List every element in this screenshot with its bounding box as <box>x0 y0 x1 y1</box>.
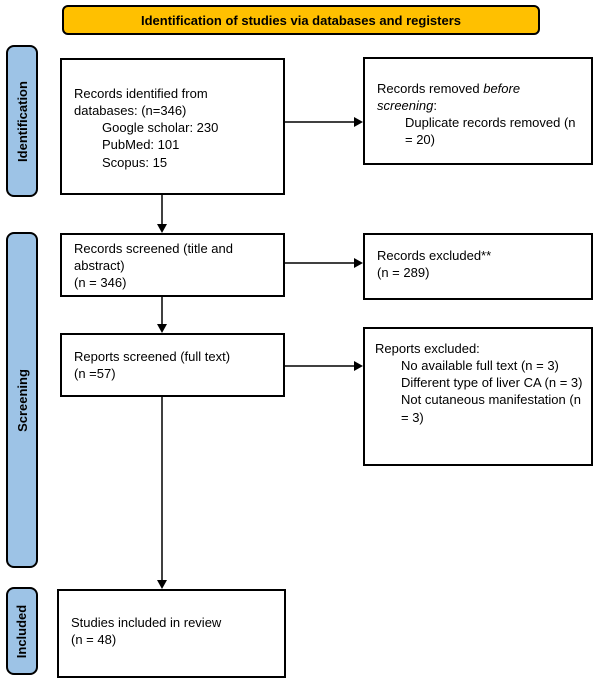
box-records-identified-item: Google scholar: 230 <box>102 120 219 136</box>
box-reports-excluded: Reports excluded: No available full text… <box>363 327 593 466</box>
box-records-identified-line1: Records identified from <box>74 86 208 101</box>
box-records-removed-heading2: screening: <box>377 97 583 114</box>
arrow-fulltext-to-reports-excluded <box>285 361 363 371</box>
box-reports-screened-line1: Reports screened (full text) <box>74 349 231 364</box>
box-records-excluded: Records excluded** (n = 289) <box>363 233 593 300</box>
box-records-identified: Records identified from databases: (n=34… <box>60 58 285 195</box>
box-records-removed-item: Duplicate records removed (n = 20) <box>405 115 576 148</box>
box-records-screened-count: (n = 346) <box>74 275 127 291</box>
box-reports-excluded-item: No available full text (n = 3) <box>401 358 559 374</box>
box-records-removed-heading2-text: : <box>433 98 437 114</box>
arrow-fulltext-to-included <box>157 397 167 589</box>
title-banner: Identification of studies via databases … <box>62 5 540 35</box>
box-studies-included-line1: Studies included in review <box>71 615 222 630</box>
title-banner-label: Identification of studies via databases … <box>140 12 462 28</box>
box-records-removed: Records removed before screening: Duplic… <box>363 57 593 165</box>
arrow-identified-to-removed <box>285 117 363 127</box>
arrow-identified-to-screened <box>157 195 167 233</box>
stage-label-screening: Screening <box>6 232 38 568</box>
box-records-screened-line2: abstract) <box>74 258 125 274</box>
stage-label-identification: Identification <box>6 45 38 197</box>
box-records-removed-heading-italic: before <box>483 81 521 96</box>
box-records-identified-line2: databases: (n=346) <box>74 103 187 119</box>
box-reports-excluded-heading: Reports excluded: <box>375 341 480 356</box>
stage-label-identification-text: Identification <box>14 80 30 162</box>
box-records-identified-item: PubMed: 101 <box>102 137 180 153</box>
stage-label-included-text: Included <box>14 604 30 658</box>
box-reports-excluded-item: Different type of liver CA (n = 3) <box>401 375 583 391</box>
box-records-excluded-count: (n = 289) <box>377 265 430 281</box>
box-studies-included: Studies included in review (n = 48) <box>57 589 286 678</box>
stage-label-included: Included <box>6 587 38 675</box>
box-records-removed-heading: Records removed before <box>377 80 583 97</box>
box-records-excluded-line1: Records excluded** <box>377 248 492 263</box>
box-studies-included-count: (n = 48) <box>71 632 117 648</box>
box-records-screened-line1: Records screened (title and <box>74 241 233 256</box>
arrow-screened-to-fulltext <box>157 297 167 333</box>
stage-label-screening-text: Screening <box>14 368 30 432</box>
box-records-removed-heading2-italic: screening <box>377 98 434 114</box>
box-records-identified-item: Scopus: 15 <box>102 154 168 170</box>
box-records-screened: Records screened (title and abstract) (n… <box>60 233 285 297</box>
box-reports-excluded-item: Not cutaneous manifestation (n = 3) <box>401 392 581 425</box>
box-reports-screened: Reports screened (full text) (n =57) <box>60 333 285 397</box>
arrow-screened-to-excluded <box>285 258 363 268</box>
box-reports-screened-count: (n =57) <box>74 366 116 382</box>
box-records-removed-heading-text: Records removed <box>377 81 484 96</box>
